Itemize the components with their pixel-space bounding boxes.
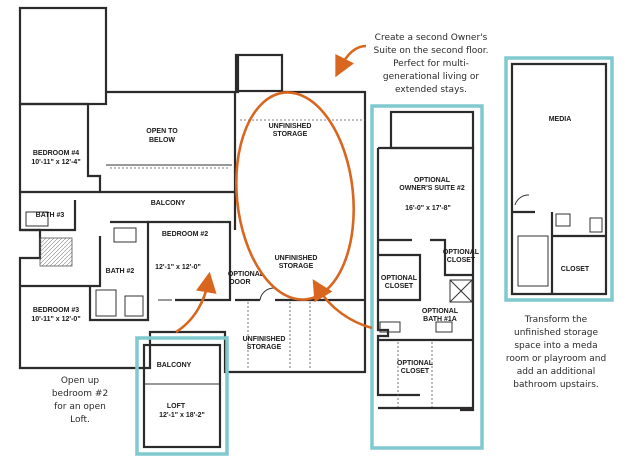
note-right-line-2: unfinished storage [514, 328, 598, 338]
bedroom2-doors [158, 221, 228, 301]
bedroom4-walls [20, 102, 102, 194]
bedroom2-dims: 12'-1" x 12'-0" [155, 264, 201, 271]
storage-top-label-2: STORAGE [273, 131, 308, 138]
bath3-label: BATH #3 [36, 212, 65, 219]
storage-bottom-label-1: UNFINISHED [243, 336, 286, 343]
storage-bottom-label-2: STORAGE [247, 344, 282, 351]
bath2-label: BATH #2 [106, 268, 135, 275]
optional-door-swing [259, 287, 275, 301]
suite-shower-x [449, 279, 473, 303]
upper-left-block [18, 6, 108, 106]
note-left-line-4: Loft. [70, 415, 90, 425]
closet-bottom-label-1: OPTIONAL [397, 360, 434, 367]
media-label: MEDIA [549, 116, 572, 123]
closet-right-label-1: OPTIONAL [443, 249, 480, 256]
note-left-line-3: for an open [54, 402, 106, 412]
bath2-sink [113, 227, 137, 243]
bath3-walls [20, 200, 77, 232]
closet-bottom-label-2: CLOSET [401, 368, 430, 375]
open-to-below-wall [106, 55, 240, 94]
note-right: Transform the unfinished storage space i… [506, 315, 606, 390]
optional-bath-label-2: BATH #1A [423, 316, 457, 323]
note-top: Create a second Owner's Suite on the sec… [374, 33, 489, 95]
note-left: Open up bedroom #2 for an open Loft. [52, 376, 108, 425]
note-top-line-1: Create a second Owner's [375, 33, 488, 43]
suite-vanity-right [435, 321, 453, 333]
note-top-line-5: extended stays. [395, 85, 467, 95]
suite-lower-walls [378, 238, 473, 277]
bath2-fixture [124, 295, 144, 317]
storage-mid-label-1: UNFINISHED [275, 255, 318, 262]
media-outline [510, 62, 608, 296]
media-teal-frame [504, 56, 614, 302]
optional-bath-label-1: OPTIONAL [422, 308, 459, 315]
main-floor-plan: OPEN TO BELOW BEDROOM #4 10'-11" x 12'-4… [18, 6, 367, 374]
closet-left-label-2: CLOSET [385, 283, 414, 290]
open-to-below-label-1: OPEN TO [146, 128, 178, 135]
note-right-line-3: space into a meda [514, 341, 597, 351]
note-left-line-1: Open up [61, 376, 100, 386]
suite-vanity-left [379, 321, 401, 333]
top-arrow [335, 44, 367, 78]
bath2-walls [88, 220, 150, 322]
loft-arrow [175, 271, 217, 334]
balcony-label: BALCONY [151, 200, 186, 207]
stairs [39, 237, 73, 267]
loft-balcony-label: BALCONY [157, 362, 192, 369]
storage-top-label-1: UNFINISHED [269, 123, 312, 130]
bath3-tub [25, 211, 49, 227]
hall-walls [20, 236, 102, 288]
closet-left-walls [378, 253, 422, 302]
owners-suite-name-2: OWNER'S SUITE #2 [399, 185, 465, 192]
note-right-line-1: Transform the [524, 315, 588, 325]
media-highlight: MEDIA CLOSET [504, 56, 614, 302]
bedroom3-name: BEDROOM #3 [33, 307, 79, 314]
owners-suite-dims: 16'-0" x 17'-8" [405, 205, 451, 212]
note-right-line-4: room or playroom and [506, 354, 606, 364]
bedroom3-tub [95, 289, 117, 317]
note-top-line-3: Perfect for multi- [393, 59, 469, 69]
loft-highlight: BALCONY LOFT 12'-1" x 18'-2" [135, 336, 229, 456]
note-right-line-5: add an additional [517, 367, 596, 377]
closet-left-label-1: OPTIONAL [381, 275, 418, 282]
loft-name: LOFT [167, 403, 186, 410]
bedroom2-name: BEDROOM #2 [162, 231, 208, 238]
open-to-below-label-2: BELOW [149, 137, 175, 144]
closet-right-label-2: CLOSET [447, 257, 476, 264]
top-notch [234, 53, 284, 93]
suite-outline [376, 146, 475, 412]
optional-door-label-1: OPTIONAL [228, 271, 265, 278]
owners-suite-teal-frame [370, 104, 484, 450]
storage-circle-annotation [235, 91, 355, 301]
suite-arrow [312, 279, 373, 330]
optional-door-label-2: DOOR [230, 279, 251, 286]
media-stairs [517, 235, 549, 287]
loft-dims: 12'-1" x 18'-2" [159, 412, 205, 419]
suite-closet-dividers [397, 342, 433, 408]
bedroom4-dims: 10'-11" x 12'-4" [31, 159, 80, 166]
suite-shower [449, 279, 473, 303]
storage-dividers [247, 302, 311, 370]
media-inner-walls [512, 210, 606, 294]
bedroom4-name: BEDROOM #4 [33, 150, 79, 157]
note-top-line-2: Suite on the second floor. [374, 46, 489, 56]
closet-label: CLOSET [561, 266, 590, 273]
loft-walls [142, 343, 222, 449]
suite-top-notch [389, 110, 475, 150]
note-top-line-4: generational living or [383, 72, 479, 82]
bedroom3-dims: 10'-11" x 12'-0" [31, 316, 80, 323]
media-sink [555, 213, 571, 227]
owners-suite-name-1: OPTIONAL [414, 177, 451, 184]
owners-suite-highlight: OPTIONAL OWNER'S SUITE #2 16'-0" x 17'-8… [370, 104, 484, 450]
media-door-swing [514, 194, 530, 206]
media-toilet [589, 217, 603, 233]
loft-teal-frame [135, 336, 229, 456]
storage-mid-label-2: STORAGE [279, 263, 314, 270]
note-left-line-2: bedroom #2 [52, 389, 108, 399]
note-right-line-6: bathroom upstairs. [513, 380, 599, 390]
